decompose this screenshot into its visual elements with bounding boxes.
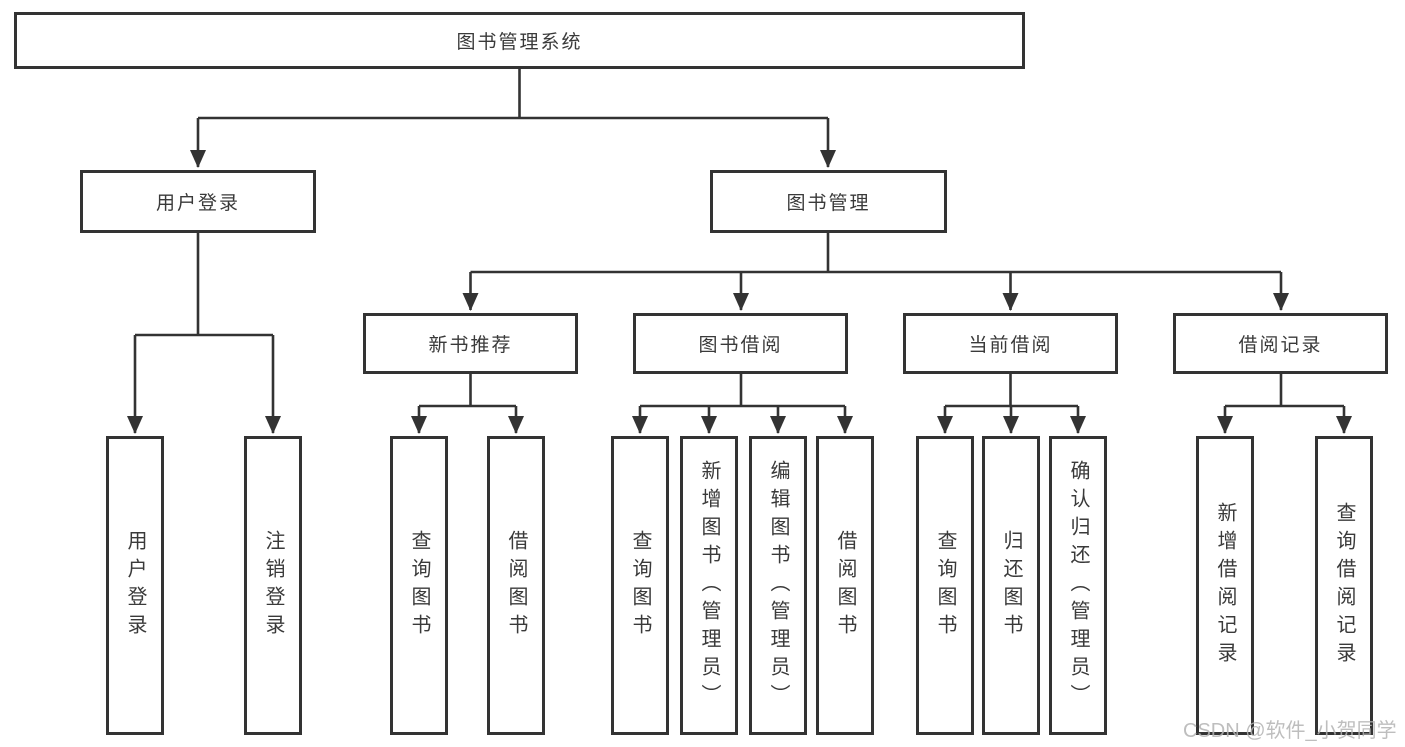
leaf-query-books-current: 查询图书 [916,436,974,735]
leaf-label: 借阅图书 [834,529,856,642]
node-current-borrowing: 当前借阅 [903,313,1118,374]
leaf-label: 查询借阅记录 [1333,501,1355,670]
leaf-query-books-borrowing: 查询图书 [611,436,669,735]
node-label: 图书管理系统 [456,32,583,53]
leaf-label: 新增借阅记录 [1214,501,1236,670]
leaf-add-book-admin: 新增图书（管理员） [680,436,738,735]
node-user-login: 用户登录 [80,170,316,233]
node-label: 当前借阅 [968,335,1053,356]
node-label: 图书借阅 [698,335,783,356]
leaf-label: 查询图书 [408,529,430,642]
watermark: CSDN @软件_小贺同学 [1183,720,1397,742]
leaf-user-login: 用户登录 [106,436,164,735]
leaf-label: 确认归还（管理员） [1067,459,1089,712]
leaf-label: 查询图书 [934,529,956,642]
leaf-query-books-recommend: 查询图书 [390,436,448,735]
leaf-label: 注销登录 [262,529,284,642]
leaf-add-borrow-record: 新增借阅记录 [1196,436,1254,735]
node-book-borrowing: 图书借阅 [633,313,848,374]
leaf-label: 归还图书 [1000,529,1022,642]
node-new-book-recommendation: 新书推荐 [363,313,578,374]
leaf-label: 借阅图书 [505,529,527,642]
leaf-borrow-books-borrowing: 借阅图书 [816,436,874,735]
leaf-query-borrow-record: 查询借阅记录 [1315,436,1373,735]
leaf-label: 新增图书（管理员） [698,459,720,712]
node-book-management: 图书管理 [710,170,947,233]
node-label: 新书推荐 [428,335,513,356]
leaf-logout: 注销登录 [244,436,302,735]
leaf-edit-book-admin: 编辑图书（管理员） [749,436,807,735]
node-borrowing-records: 借阅记录 [1173,313,1388,374]
leaf-label: 编辑图书（管理员） [767,459,789,712]
leaf-return-books: 归还图书 [982,436,1040,735]
leaf-confirm-return-admin: 确认归还（管理员） [1049,436,1107,735]
leaf-label: 用户登录 [124,529,146,642]
leaf-borrow-books-recommend: 借阅图书 [487,436,545,735]
node-label: 借阅记录 [1238,335,1323,356]
node-library-management-system: 图书管理系统 [14,12,1025,69]
node-label: 用户登录 [155,193,240,214]
node-label: 图书管理 [786,193,871,214]
leaf-label: 查询图书 [629,529,651,642]
